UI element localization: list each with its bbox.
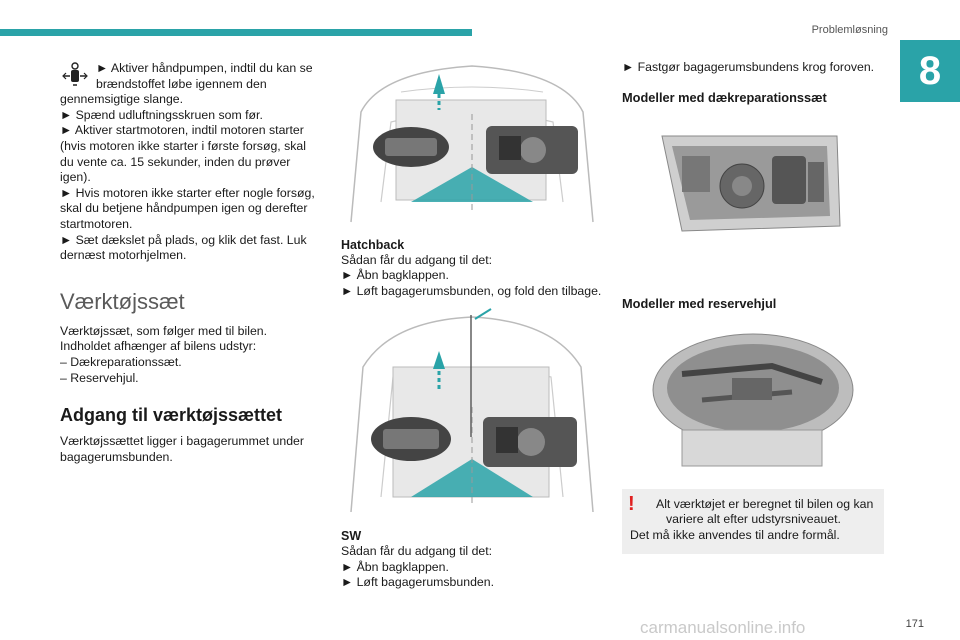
page-number: 171	[905, 618, 924, 630]
hatchback-title: Hatchback	[341, 237, 405, 252]
pump-line-a: ► Aktiver håndpumpen, indtil du kan se	[96, 61, 313, 75]
hatchback-line-2: ► Åbn bagklappen.	[341, 268, 449, 283]
pump-line-c: gennemsigtige slange.	[60, 92, 184, 107]
warning-icon: !	[628, 492, 635, 515]
step-starter: ► Aktiver startmotoren, indtil motoren s…	[60, 123, 306, 185]
heading-spare-wheel-models: Modeller med reservehjul	[622, 296, 777, 312]
column-right: ► Fastgør bagagerumsbundens krog foroven…	[622, 60, 884, 554]
hatchback-line-3: ► Løft bagagerumsbunden, og fold den til…	[341, 283, 602, 298]
chapter-badge: 8	[900, 40, 960, 102]
sw-title: SW	[341, 528, 362, 543]
repair-kit-illustration	[661, 135, 841, 232]
column-middle: Hatchback Sådan får du adgang til det: ►…	[341, 52, 603, 591]
step-cover: ► Sæt dækslet på plads, og klik det fast…	[60, 232, 307, 263]
header-accent-bar	[0, 29, 472, 36]
sw-line-3: ► Løft bagagerumsbunden.	[341, 575, 494, 590]
toolkit-item-spare: – Reservehjul.	[60, 370, 139, 385]
step-tighten: ► Spænd udluftningsskruen som før.	[60, 107, 263, 122]
toolkit-intro-1: Værktøjssæt, som følger med til bilen.	[60, 323, 268, 338]
warning-note: ! Alt værktøjet er beregnet til bilen og…	[622, 488, 884, 554]
page-header-title: Problemløsning	[811, 24, 888, 36]
hatchback-line-1: Sådan får du adgang til det:	[341, 252, 493, 267]
toolkit-location: Værktøjssættet ligger i bagagerummet und…	[60, 434, 304, 464]
spare-wheel-illustration	[652, 333, 854, 467]
warning-line-3: Det må ikke anvendes til andre formål.	[630, 527, 840, 542]
toolkit-intro-2: Indholdet afhænger af bilens udstyr:	[60, 339, 257, 354]
heading-repair-kit-models: Modeller med dækreparationssæt	[622, 89, 827, 105]
warning-line-1: Alt værktøjet er beregnet til bilen og k…	[656, 496, 874, 511]
warning-line-2: variere alt efter udstyrsniveauet.	[666, 512, 841, 527]
watermark: carmanualsonline.info	[640, 618, 806, 637]
sw-trunk-illustration	[350, 308, 594, 513]
pump-instruction: ► Aktiver håndpumpen, indtil du kan se b…	[60, 60, 315, 108]
sw-line-2: ► Åbn bagklappen.	[341, 559, 449, 574]
fasten-hook-step: ► Fastgør bagagerumsbundens krog foroven…	[622, 60, 875, 74]
section-title-toolkit: Værktøjssæt	[60, 288, 185, 314]
step-retry: ► Hvis motoren ikke starter efter nogle …	[60, 185, 315, 231]
sw-line-1: Sådan får du adgang til det:	[341, 543, 493, 558]
heading-access-toolkit: Adgang til værktøjssættet	[60, 405, 283, 426]
toolkit-item-repair: – Dækreparationssæt.	[60, 354, 182, 369]
pump-line-b: brændstoffet løbe igennem den	[96, 76, 267, 91]
hatchback-trunk-illustration	[341, 52, 603, 226]
hand-pump-icon	[62, 62, 88, 86]
column-left: ► Aktiver håndpumpen, indtil du kan se b…	[60, 60, 315, 465]
